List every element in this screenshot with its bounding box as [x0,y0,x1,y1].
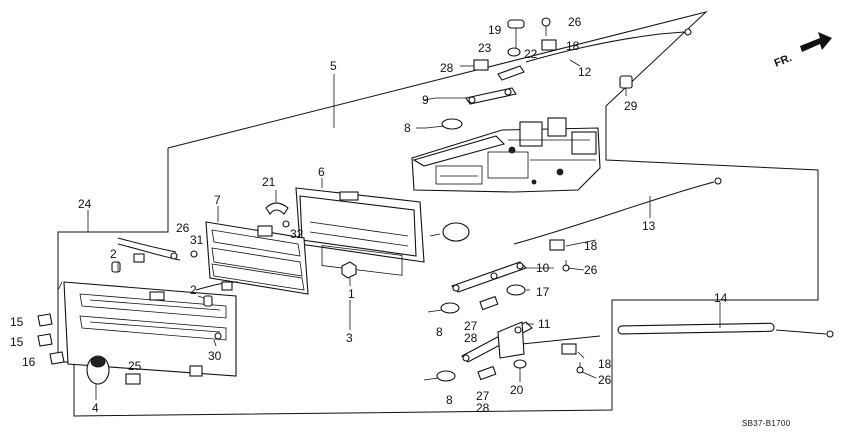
callout-19: 19 [488,23,502,37]
callout-18-lower: 18 [598,357,612,371]
control-housing [411,117,601,193]
callout-27-lower: 27 [476,389,490,403]
clip-29 [619,75,633,89]
callout-27-upper: 27 [464,319,478,333]
callout-26-panel: 26 [176,221,190,235]
front-direction-indicator: FR. [773,32,832,70]
switch-module [429,222,470,242]
callout-18-upper: 18 [566,39,580,53]
callout-9: 9 [422,93,429,107]
panel-6 [295,187,425,276]
clip-21 [265,202,289,215]
callout-32: 32 [290,227,304,241]
callout-28-top: 28 [440,61,454,75]
assembly-outline [57,11,819,417]
callout-2-lower: 2 [190,283,197,297]
callout-31: 31 [190,233,204,247]
callout-23: 23 [478,41,492,55]
cable-14 [521,322,834,345]
callout-29: 29 [624,99,638,113]
callout-15-upper: 15 [10,315,24,329]
knobs-small [37,313,65,365]
screw-30 [214,332,222,340]
lever-11-group [423,321,584,382]
screw-32 [282,220,290,228]
front-arrow-icon [800,32,832,52]
callout-5: 5 [330,59,337,73]
callout-15-lower: 15 [10,335,24,349]
nut-1 [341,261,357,279]
cable-13 [513,177,722,245]
callout-11: 11 [538,317,551,331]
callout-22: 22 [524,47,538,61]
lever-10-group [427,239,570,314]
front-panel [57,281,237,377]
callout-24: 24 [78,197,92,211]
callout-26-top: 26 [568,15,582,29]
screws-panel [170,250,198,260]
callout-26-middle: 26 [584,263,598,277]
callout-7: 7 [214,193,221,207]
direction-label: FR. [773,52,794,70]
callout-labels: 1 2 2 3 4 5 6 7 8 8 8 9 10 11 12 13 14 1… [10,15,728,415]
callout-8-upper: 8 [404,121,411,135]
clip-25 [125,373,141,385]
callout-12: 12 [578,65,592,79]
callout-30: 30 [208,349,222,363]
callout-16: 16 [22,355,36,369]
callout-8-middle: 8 [436,325,443,339]
cable-12 [525,28,692,63]
leader-lines [87,59,721,400]
upper-lever-assembly [425,17,557,130]
callout-25: 25 [128,359,142,373]
callout-14: 14 [714,291,728,305]
callout-8-lower: 8 [446,393,453,407]
callout-13: 13 [642,219,656,233]
callout-10: 10 [536,261,550,275]
callout-21: 21 [262,175,276,189]
callout-6: 6 [318,165,325,179]
callout-17: 17 [536,285,550,299]
knob-4 [86,355,110,385]
callout-4: 4 [92,401,99,415]
callout-1: 1 [348,287,355,301]
callout-3: 3 [346,331,353,345]
panel-7 [205,221,309,295]
callout-28-lower: 28 [476,401,490,415]
callout-28-middle: 28 [464,331,478,345]
callout-18-middle: 18 [584,239,598,253]
diagram-code: SB37-B1700 [742,419,791,428]
callout-26-lower: 26 [598,373,612,387]
callout-20: 20 [510,383,524,397]
callout-2-upper: 2 [110,247,117,261]
